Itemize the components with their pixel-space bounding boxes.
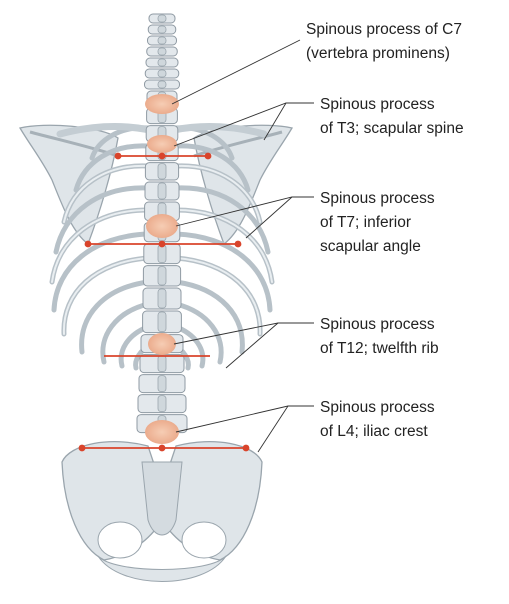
spinous-process [158,183,166,199]
spinous-process [158,164,166,179]
pelvis [62,442,262,582]
marker-dot [115,153,122,160]
marker-dot [159,445,166,452]
label-t7: Spinous process of T7; inferior scapular… [320,190,435,255]
label-t3: Spinous process of T3; scapular spine [320,96,464,137]
highlight-t12 [148,333,176,355]
spinous-process [158,37,166,44]
spinous-process [158,312,166,332]
svg-text:of T7; inferior: of T7; inferior [320,214,411,231]
label-c7: Spinous process of C7 (vertebra prominen… [306,21,462,62]
marker-dot [159,153,166,160]
spinous-process [158,396,166,412]
spinous-process [158,267,166,285]
leader-l4-crest [258,406,288,452]
spinous-process [158,48,166,55]
svg-text:of L4; iliac crest: of L4; iliac crest [320,423,428,440]
spinous-process [158,26,166,33]
svg-text:Spinous process: Spinous process [320,190,435,207]
spinous-process [158,245,166,263]
spinous-process [158,15,166,22]
marker-dot [79,445,86,452]
spinous-process [158,81,166,88]
spinous-process [158,59,166,66]
highlight-c7 [145,94,179,114]
leader-c7 [172,40,300,104]
svg-text:Spinous process: Spinous process [320,96,435,113]
marker-dot [243,445,250,452]
svg-text:of T3; scapular spine: of T3; scapular spine [320,120,464,137]
label-l4: Spinous process of L4; iliac crest [320,399,435,440]
svg-text:(vertebra prominens): (vertebra prominens) [306,45,450,62]
label-t12: Spinous process of T12; twelfth rib [320,316,439,357]
svg-text:Spinous process of C7: Spinous process of C7 [306,21,462,38]
leader-t12-rib [226,323,278,368]
highlight-t3 [147,135,177,153]
svg-text:of T12; twelfth rib: of T12; twelfth rib [320,340,439,357]
spinous-process [158,70,166,77]
leader-lines [172,40,314,452]
spinous-process [158,289,166,308]
marker-dot [235,241,242,248]
highlight-t7 [146,214,178,238]
svg-text:Spinous process: Spinous process [320,399,435,416]
highlight-l4 [145,420,179,444]
marker-dot [85,241,92,248]
spinous-process [158,376,166,392]
leader-l4-spine [176,406,314,432]
marker-dot [159,241,166,248]
spinous-process [158,356,166,372]
marker-dot [205,153,212,160]
svg-text:Spinous process: Spinous process [320,316,435,333]
scapula-right [194,125,292,244]
svg-text:scapular angle: scapular angle [320,238,421,255]
